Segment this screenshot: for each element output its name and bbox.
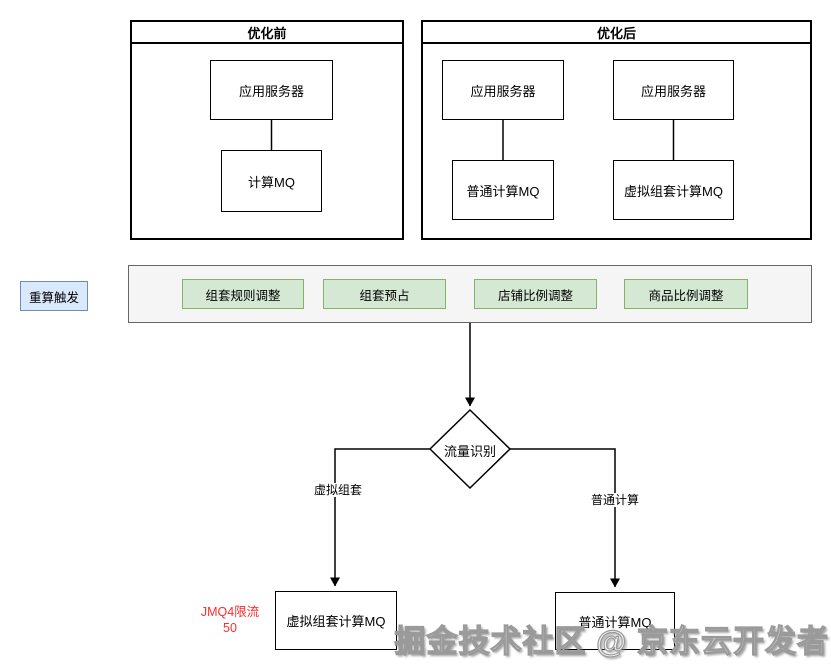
rate-limit-note-line2: 50 <box>223 621 237 635</box>
panel-before: 优化前 <box>130 20 404 240</box>
box-app-server-before: 应用服务器 <box>210 60 333 120</box>
box-app-server-after-right: 应用服务器 <box>613 60 734 120</box>
rate-limit-note: JMQ4限流 50 <box>188 604 272 636</box>
box-virtual-mq-target: 虚拟组套计算MQ <box>275 591 397 650</box>
branch-label-normal: 普通计算 <box>575 493 655 507</box>
adjustment-item-rule: 组套规则调整 <box>182 279 304 309</box>
box-compute-mq-before: 计算MQ <box>221 150 322 212</box>
box-normal-mq-after: 普通计算MQ <box>452 160 554 220</box>
panel-after-title: 优化后 <box>423 22 810 44</box>
adjustment-item-shop-ratio: 店铺比例调整 <box>474 279 597 309</box>
adjustment-item-preoccupy: 组套预占 <box>323 279 446 309</box>
box-virtual-mq-after: 虚拟组套计算MQ <box>613 160 734 220</box>
edge-decision-virtualmq <box>330 448 430 587</box>
branch-label-virtual: 虚拟组套 <box>298 483 378 497</box>
rate-limit-note-line1: JMQ4限流 <box>200 605 260 619</box>
edge-decision-normalmq <box>510 448 620 588</box>
box-normal-mq-target: 普通计算MQ <box>555 592 675 650</box>
decision-diamond <box>428 408 512 490</box>
panel-before-title: 优化前 <box>132 22 402 44</box>
box-app-server-after-left: 应用服务器 <box>442 60 564 120</box>
trigger-box: 重算触发 <box>20 281 88 311</box>
adjustment-item-product-ratio: 商品比例调整 <box>624 279 748 309</box>
decision-label: 流量识别 <box>443 444 496 459</box>
